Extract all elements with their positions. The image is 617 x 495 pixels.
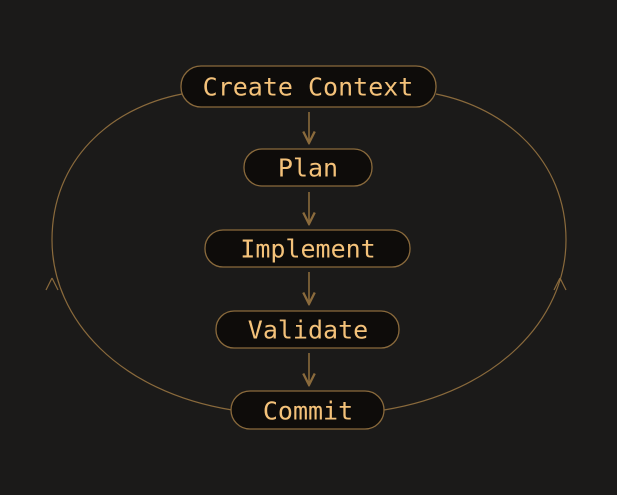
loop-left-arc: [51, 93, 233, 411]
loop-left-arrowhead: [45, 277, 59, 291]
node-commit-box: [230, 390, 385, 430]
node-plan-box: [243, 148, 373, 187]
node-commit: Commit: [230, 390, 385, 430]
loop-right-arc: [383, 93, 567, 411]
node-validate-box: [215, 310, 400, 349]
node-implement-box: [204, 229, 411, 268]
node-plan-label: Plan: [278, 154, 338, 183]
node-plan: Plan: [243, 148, 373, 187]
node-commit-label: Commit: [263, 397, 353, 426]
node-create-context-label: Create Context: [203, 73, 414, 102]
node-create-context-box: [180, 65, 437, 108]
node-implement: Implement: [204, 229, 411, 268]
node-validate: Validate: [215, 310, 400, 349]
node-implement-label: Implement: [240, 235, 375, 264]
node-validate-label: Validate: [248, 316, 368, 345]
node-create-context: Create Context: [180, 65, 437, 108]
loop-right-arrowhead: [553, 277, 567, 291]
